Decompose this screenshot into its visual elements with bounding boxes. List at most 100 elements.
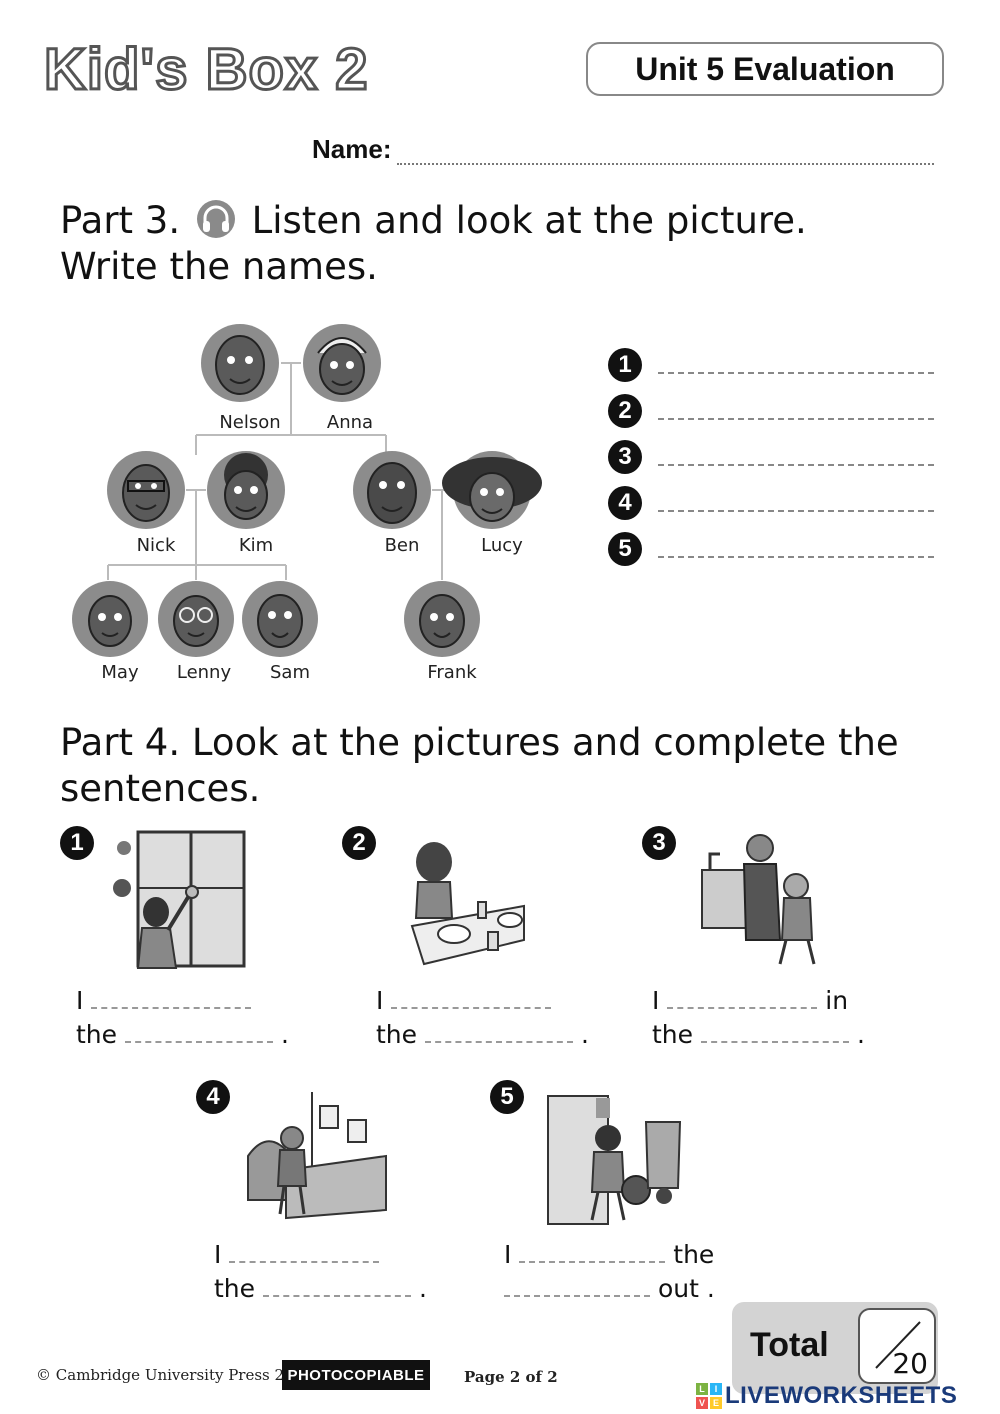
blank-input[interactable]	[700, 1025, 849, 1043]
sentence-text: .	[856, 1020, 865, 1049]
blank-input[interactable]	[91, 991, 252, 1009]
face-nelson	[201, 324, 279, 402]
blank-input[interactable]	[229, 1245, 380, 1263]
item-number: 3	[642, 826, 676, 860]
page-number: Page 2 of 2	[464, 1368, 558, 1386]
item-number: 2	[342, 826, 376, 860]
answer-row: 2	[608, 382, 934, 428]
blank-input[interactable]	[262, 1279, 411, 1297]
answer-input-1[interactable]	[658, 372, 934, 374]
answer-row: 3	[608, 428, 934, 474]
item-number: 5	[490, 1080, 524, 1114]
sentence-text: I	[652, 986, 660, 1015]
picture-making-bed	[247, 1092, 387, 1220]
headphones-icon	[196, 200, 235, 238]
answer-row: 4	[608, 474, 934, 520]
logo-letter: E	[710, 1397, 722, 1409]
blank-input[interactable]	[519, 1245, 666, 1263]
sentence-text: .	[580, 1020, 589, 1049]
sentence-4: I the .	[214, 1238, 427, 1306]
answer-input-4[interactable]	[658, 510, 934, 512]
name-lenny: Lenny	[177, 662, 232, 683]
blank-input[interactable]	[667, 991, 818, 1009]
logo-letter: V	[696, 1397, 708, 1409]
sentence-text: I	[214, 1240, 222, 1269]
sentence-text: .	[418, 1274, 427, 1303]
name-anna: Anna	[327, 412, 373, 433]
sentence-text: I	[504, 1240, 512, 1269]
name-nick: Nick	[137, 535, 176, 556]
sentence-text: the	[652, 1020, 694, 1049]
name-lucy: Lucy	[481, 535, 523, 556]
unit-title-box: Unit 5 Evaluation	[586, 42, 944, 96]
sentence-text: .	[280, 1020, 289, 1049]
logo-letter: I	[710, 1383, 722, 1395]
part3-title-line2: Write the names.	[60, 245, 378, 288]
name-kim: Kim	[239, 535, 273, 556]
part3-title-prefix: Part 3.	[60, 199, 181, 242]
name-row: Name:	[312, 134, 934, 165]
liveworksheets-text: LIVEWORKSHEETS	[725, 1382, 958, 1409]
sentence-text: I	[376, 986, 384, 1015]
answer-number: 3	[608, 440, 642, 474]
answer-input-3[interactable]	[658, 464, 934, 466]
picture-setting-table	[410, 842, 525, 966]
face-frank	[404, 581, 480, 657]
face-ben	[353, 451, 431, 529]
face-lenny	[158, 581, 234, 657]
part4-title-line2: sentences.	[60, 767, 261, 810]
picture-washing-dishes	[701, 834, 816, 965]
sentence-text: the	[76, 1020, 118, 1049]
part4-title-line1: Part 4. Look at the pictures and complet…	[60, 721, 899, 764]
answer-row: 1	[608, 336, 934, 382]
liveworksheets-logo: L I V E LIVEWORKSHEETS	[696, 1382, 957, 1410]
sentence-5: I the out .	[504, 1238, 715, 1306]
blank-input[interactable]	[124, 1025, 273, 1043]
answer-number: 4	[608, 486, 642, 520]
logo-letter: L	[696, 1383, 708, 1395]
sentence-text: I	[76, 986, 84, 1015]
blank-input[interactable]	[424, 1025, 573, 1043]
name-ben: Ben	[385, 535, 420, 556]
part3-answers: 1 2 3 4 5	[608, 336, 934, 566]
score-box[interactable]: 20	[858, 1308, 936, 1384]
face-sam	[242, 581, 318, 657]
face-kim	[207, 451, 285, 529]
blank-input[interactable]	[391, 991, 552, 1009]
sentence-2: I the .	[376, 984, 589, 1052]
part3-title-text: Listen and look at the picture.	[251, 199, 807, 242]
picture-cleaning-window	[113, 830, 246, 969]
sentence-text: the	[214, 1274, 256, 1303]
liveworksheets-squares-icon: L I V E	[696, 1383, 722, 1409]
part4-title: Part 4. Look at the pictures and complet…	[60, 720, 899, 812]
book-logo: Kid's Box 2	[43, 36, 370, 104]
face-lucy	[442, 451, 542, 529]
fraction-slash-icon	[875, 1321, 921, 1369]
name-label: Name:	[312, 134, 392, 164]
answer-number: 5	[608, 532, 642, 566]
name-sam: Sam	[270, 662, 310, 683]
picture-taking-out-rubbish	[547, 1095, 682, 1225]
name-nelson: Nelson	[219, 412, 280, 433]
sentence-text: in	[825, 986, 849, 1015]
face-may	[72, 581, 148, 657]
family-tree: Nelson Anna Nick Kim Ben Lucy	[72, 324, 542, 683]
item-number: 1	[60, 826, 94, 860]
answer-input-2[interactable]	[658, 418, 934, 420]
item-number: 4	[196, 1080, 230, 1114]
part3-title: Part 3. Listen and look at the picture. …	[60, 198, 807, 290]
answer-input-5[interactable]	[658, 556, 934, 558]
sentence-text: out .	[657, 1274, 715, 1303]
face-nick	[107, 451, 185, 529]
sentence-1: I the .	[76, 984, 289, 1052]
answer-number: 2	[608, 394, 642, 428]
sentence-3: I in the .	[652, 984, 865, 1052]
blank-input[interactable]	[504, 1279, 650, 1297]
answer-row: 5	[608, 520, 934, 566]
name-frank: Frank	[427, 662, 477, 683]
total-label: Total	[750, 1326, 829, 1364]
sentence-text: the	[376, 1020, 418, 1049]
name-input-line[interactable]	[397, 141, 934, 165]
total-score: 20	[892, 1347, 928, 1380]
face-anna	[303, 324, 381, 402]
